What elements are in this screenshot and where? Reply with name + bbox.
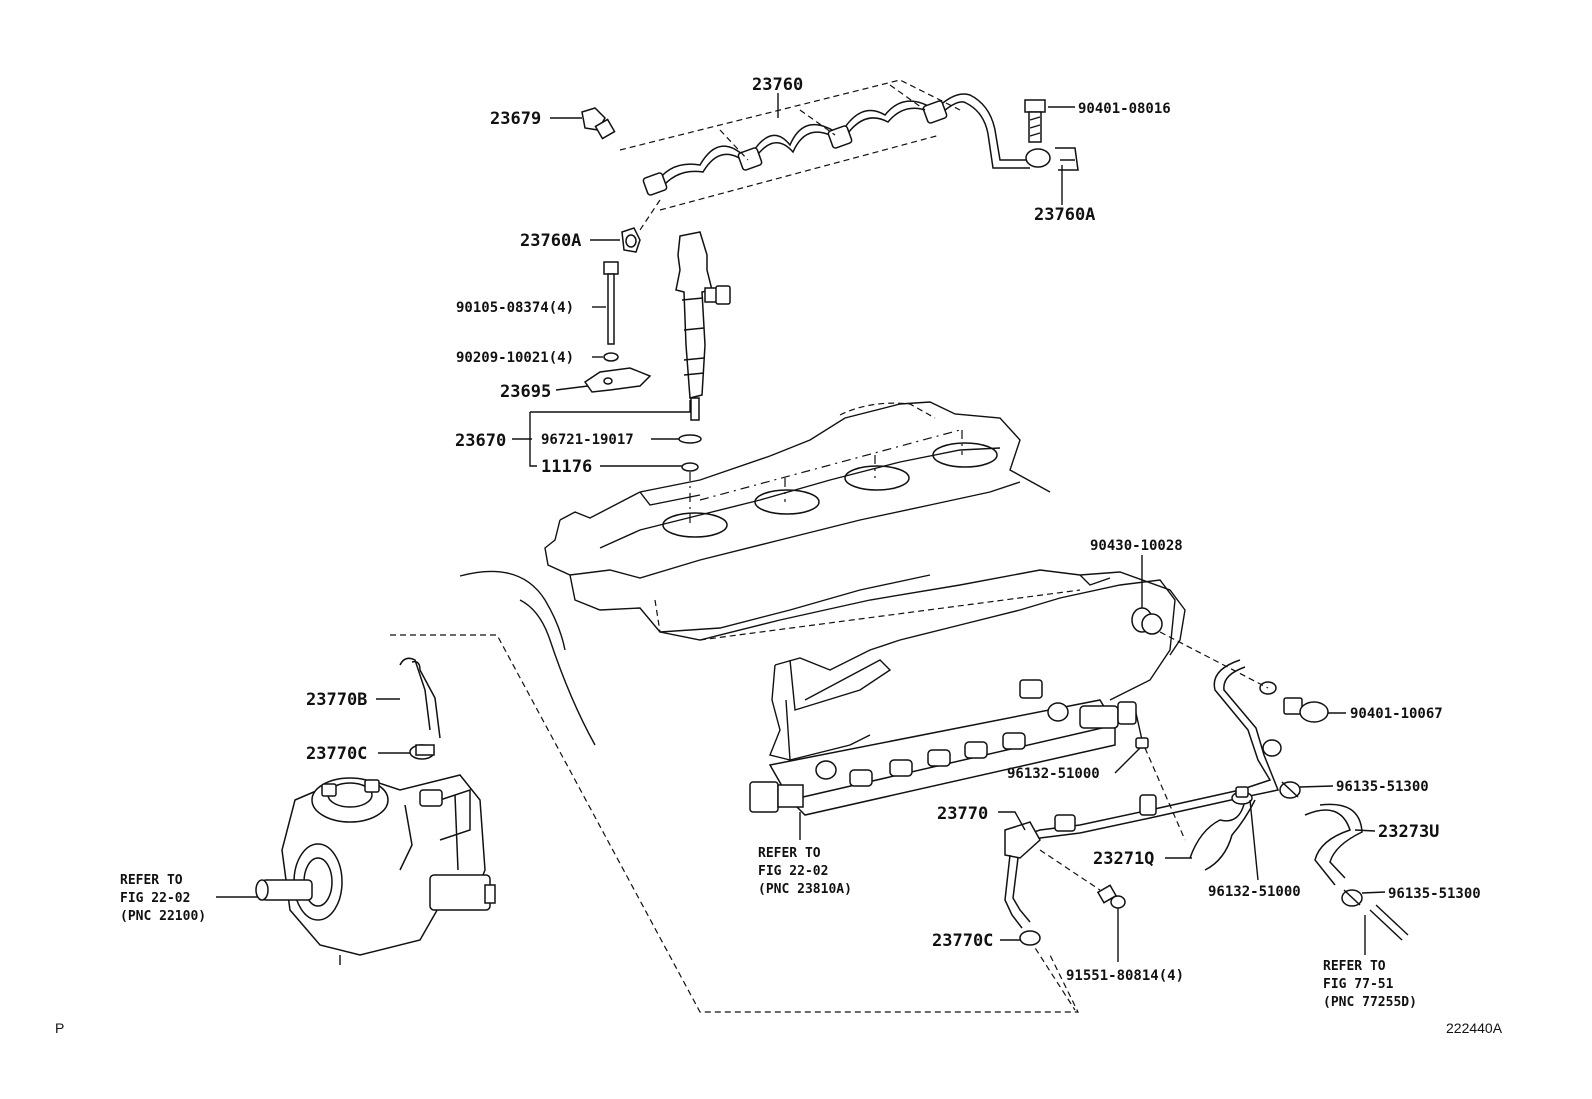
label-23760A-right: 23760A [1034, 205, 1095, 225]
injection-pipe-assembly [619, 79, 1030, 231]
hose-ref-77255D [1369, 904, 1409, 941]
clamp-96135-51300-bottom [1341, 889, 1363, 907]
label-96132-51000-top: 96132-51000 [1007, 766, 1100, 782]
bolt-90401-08016 [1024, 99, 1046, 143]
label-23271Q: 23271Q [1093, 849, 1154, 869]
reference-note-pump: REFER TO FIG 22-02 (PNC 22100) [120, 873, 206, 924]
label-11176: 11176 [541, 457, 592, 477]
clip-96132-51000-bottom [1235, 786, 1249, 798]
reference-note-rail: REFER TO FIG 22-02 (PNC 23810A) [758, 846, 852, 897]
label-96135-51300-top: 96135-51300 [1336, 779, 1429, 795]
ref-hose-line3: (PNC 77255D) [1323, 995, 1417, 1010]
clamp-23760A-left [621, 227, 641, 253]
clamp-96135-51300-top [1279, 781, 1301, 799]
pump-group-outline [390, 634, 1079, 1013]
bolt-91551-80814 [1096, 884, 1126, 909]
bolt-90105-08374 [603, 261, 619, 345]
label-23760A-left: 23760A [520, 231, 581, 251]
gasket-11176 [681, 462, 699, 472]
ref-pump-line2: FIG 22-02 [120, 891, 190, 906]
ref-rail-line2: FIG 22-02 [758, 864, 828, 879]
label-90105-08374: 90105-08374(4) [456, 300, 574, 316]
clamp-23760A-right [1025, 147, 1079, 171]
label-96721-19017: 96721-19017 [541, 432, 634, 448]
oring-96721-19017 [678, 434, 702, 444]
ref-rail-line1: REFER TO [758, 846, 821, 861]
label-23770B: 23770B [306, 690, 367, 710]
label-96135-51300-bottom: 96135-51300 [1388, 886, 1481, 902]
cylinder-head-outline [459, 401, 1186, 746]
return-pipe-23770 [1004, 659, 1282, 929]
label-23770C-bottom: 23770C [932, 931, 993, 951]
label-90209-10021: 90209-10021(4) [456, 350, 574, 366]
label-23770C-top: 23770C [306, 744, 367, 764]
ref-pump-line1: REFER TO [120, 873, 183, 888]
supply-pump [255, 774, 496, 965]
label-23695: 23695 [500, 382, 551, 402]
bolt-90401-10067 [1283, 697, 1329, 723]
gasket-90430-10028 [1131, 607, 1163, 635]
reference-note-hose: REFER TO FIG 77-51 (PNC 77255D) [1323, 959, 1417, 1010]
label-23760: 23760 [752, 75, 803, 95]
hose-23273U [1304, 803, 1363, 886]
clamp-23770C-bottom [1019, 930, 1041, 946]
ref-hose-line2: FIG 77-51 [1323, 977, 1394, 992]
label-23770: 23770 [937, 804, 988, 824]
ref-pump-line3: (PNC 22100) [120, 909, 206, 924]
figure-id: 222440A [1446, 1020, 1503, 1036]
ref-hose-line1: REFER TO [1323, 959, 1386, 974]
label-96132-51000-bottom: 96132-51000 [1208, 884, 1301, 900]
clamp-23770C-top [409, 744, 435, 760]
injector-23670 [675, 231, 731, 421]
washer-90209-10021 [603, 352, 619, 362]
ref-rail-line3: (PNC 23810A) [758, 882, 852, 897]
footer-left-mark: P [55, 1020, 64, 1036]
clamp-23695 [583, 367, 652, 393]
hose-23770B [399, 657, 441, 739]
label-90430-10028: 90430-10028 [1090, 538, 1183, 554]
fuel-rail [749, 579, 1176, 816]
label-23273U: 23273U [1378, 822, 1439, 842]
label-90401-08016: 90401-08016 [1078, 101, 1171, 117]
label-23679: 23679 [490, 109, 541, 129]
label-23670: 23670 [455, 431, 506, 451]
hose-23271Q [1189, 791, 1256, 871]
union-bolt-23679 [581, 107, 616, 140]
label-91551-80814: 91551-80814(4) [1066, 968, 1184, 984]
clip-96132-51000-top [1135, 737, 1149, 749]
leader-lines [216, 93, 1386, 962]
label-90401-10067: 90401-10067 [1350, 706, 1443, 722]
